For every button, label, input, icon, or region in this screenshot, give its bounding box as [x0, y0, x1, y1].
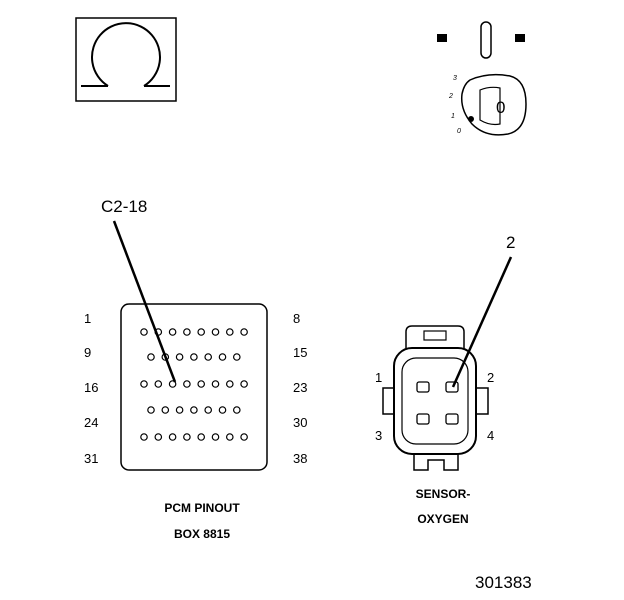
pcm-row-label-right: 15: [293, 345, 307, 360]
sensor-pin-label-1: 1: [375, 370, 382, 385]
pcm-row-label-right: 38: [293, 451, 307, 466]
pcm-pin-18: [168, 380, 177, 388]
pcm-pin-20: [197, 380, 206, 388]
pcm-pin-14: [218, 353, 227, 361]
sensor-callout-leader: [451, 256, 513, 388]
pcm-row-label-right: 8: [293, 311, 300, 326]
pcm-pin-28: [204, 406, 213, 414]
pcm-pin-8: [240, 328, 248, 336]
ignition-position-0: 0: [457, 128, 461, 135]
pcm-row-label-right: 23: [293, 380, 307, 395]
ignition-key-label: 0: [496, 98, 505, 117]
sensor-caption-line2: OXYGEN: [417, 512, 468, 526]
ohmmeter-symbol: [75, 17, 177, 102]
pcm-pin-35: [197, 433, 206, 441]
oxygen-sensor-connector: 2 1 2 3 4 SENSOR- OXYGEN: [375, 233, 515, 526]
sensor-terminal: [416, 413, 430, 425]
pcm-pin-24: [147, 406, 155, 414]
pcm-pin-13: [204, 353, 213, 361]
pcm-pin-37: [226, 433, 234, 441]
pcm-pin-33: [168, 433, 177, 441]
ignition-position-1: 1: [451, 113, 455, 120]
pcm-row-label-right: 30: [293, 415, 307, 430]
pcm-pin-11: [175, 353, 184, 361]
sensor-terminal: [445, 413, 459, 425]
pcm-callout-leader: [112, 220, 177, 383]
pcm-pin-19: [183, 380, 191, 388]
pcm-pin-22: [226, 380, 234, 388]
ignition-position-3: 3: [453, 75, 457, 82]
pcm-pin-3: [168, 328, 177, 336]
pcm-pin-34: [183, 433, 191, 441]
pcm-pin-29: [218, 406, 227, 414]
pcm-pin-4: [183, 328, 191, 336]
sensor-caption-line1: SENSOR-: [416, 487, 471, 501]
pcm-pin-38: [240, 433, 248, 441]
pcm-pin-30: [233, 406, 241, 414]
sensor-pin-label-4: 4: [487, 428, 494, 443]
pcm-pin-32: [154, 433, 163, 441]
ignition-key-icon: [460, 73, 527, 136]
pcm-pin-grid: [140, 328, 248, 441]
pcm-pinout: C2-18 1 9 16 24 31 8 15 23 30 38 PCM PIN…: [84, 197, 307, 541]
pcm-row-label-left: 16: [84, 380, 98, 395]
ignition-position-2: 2: [448, 93, 453, 100]
pcm-row-label-left: 1: [84, 311, 91, 326]
pcm-pin-25: [161, 406, 170, 414]
ohm-symbol-icon: [81, 22, 170, 87]
pcm-pin-17: [154, 380, 163, 388]
sensor-terminal: [416, 381, 430, 393]
pcm-pin-5: [197, 328, 206, 336]
sensor-terminal: [445, 381, 459, 393]
pcm-row-label-left: 31: [84, 451, 98, 466]
pcm-pin-16: [140, 380, 148, 388]
pcm-caption-line1: PCM PINOUT: [164, 501, 240, 515]
pcm-callout-label: C2-18: [101, 197, 147, 216]
pcm-pin-23: [240, 380, 248, 388]
pcm-pin-26: [175, 406, 184, 414]
sensor-callout-label: 2: [506, 233, 515, 252]
pcm-pin-1: [140, 328, 148, 336]
pcm-caption-line2: BOX 8815: [174, 527, 230, 541]
pcm-pin-27: [190, 406, 198, 414]
ignition-switch: 3 2 1 0 0: [437, 21, 527, 136]
pcm-pin-6: [211, 328, 220, 336]
pcm-pin-36: [211, 433, 220, 441]
pcm-row-label-left: 24: [84, 415, 98, 430]
pcm-pin-21: [211, 380, 220, 388]
pcm-pin-9: [147, 353, 155, 361]
pcm-pin-12: [190, 353, 198, 361]
pcm-pin-7: [226, 328, 234, 336]
pcm-row-label-left: 9: [84, 345, 91, 360]
pcm-pin-31: [140, 433, 148, 441]
sensor-pin-label-2: 2: [487, 370, 494, 385]
sensor-pin-label-3: 3: [375, 428, 382, 443]
figure-number: 301383: [475, 573, 532, 592]
pcm-pin-15: [233, 353, 241, 361]
